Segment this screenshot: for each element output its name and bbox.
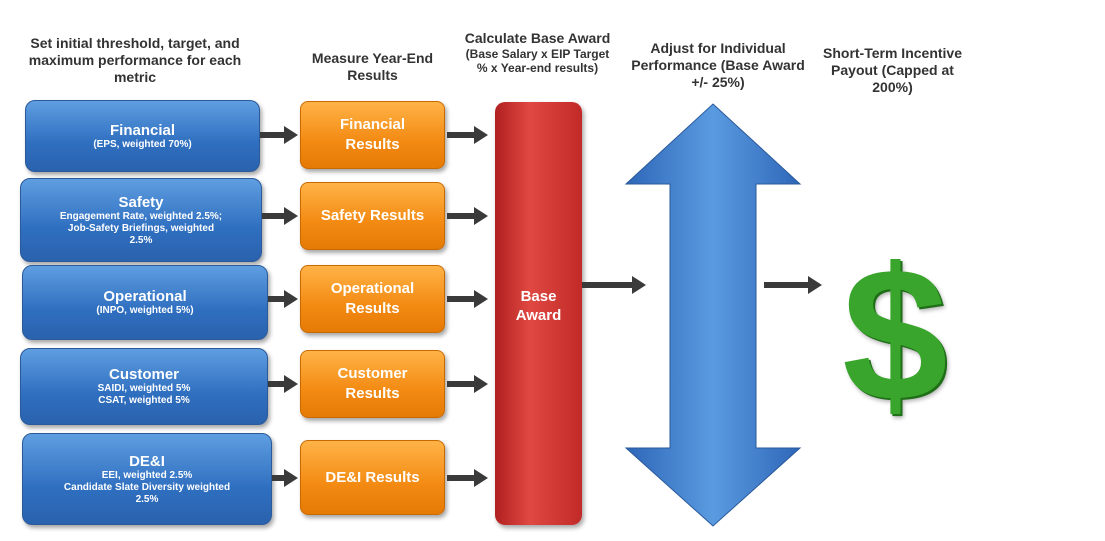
result-box-3: Customer Results: [300, 350, 445, 418]
header-adjust: Adjust for Individual Performance (Base …: [631, 40, 805, 90]
arrow-to-payout: [764, 276, 822, 294]
arrow-to-adjust: [582, 276, 646, 294]
metric-detail: CSAT, weighted 5%: [98, 395, 190, 406]
metric-detail: (EPS, weighted 70%): [93, 138, 192, 150]
arrow-to-base-award: [447, 126, 488, 144]
metric-name: Safety: [118, 193, 164, 211]
metric-name: DE&I: [129, 452, 165, 470]
metric-detail: 2.5%: [129, 234, 153, 246]
arrow-to-base-award: [447, 207, 488, 225]
metric-detail: Engagement Rate, weighted 2.5%;: [59, 210, 223, 222]
metric-box-0: Financial(EPS, weighted 70%): [25, 100, 260, 172]
metric-name: Operational: [103, 288, 187, 305]
metric-detail: Job-Safety Briefings, weighted: [67, 222, 215, 234]
header-calc: Calculate Base Award (Base Salary x EIP …: [445, 30, 630, 75]
header-set-metrics: Set initial threshold, target, and maxim…: [28, 35, 242, 85]
header-payout: Short-Term Incentive Payout (Capped at 2…: [823, 45, 962, 95]
result-box-2: Operational Results: [300, 265, 445, 333]
arrow-to-base-award: [447, 468, 488, 487]
header-calc-title: Calculate Base Award: [464, 30, 611, 46]
arrow-to-result: [272, 468, 298, 487]
result-box-4: DE&I Results: [300, 440, 445, 515]
arrow-to-result: [268, 290, 298, 308]
base-award-label: Base Award: [515, 288, 562, 324]
arrow-to-result: [262, 207, 298, 225]
result-label: DE&I Results: [325, 468, 420, 486]
result-box-1: Safety Results: [300, 182, 445, 250]
header-measure: Measure Year-End Results: [311, 50, 434, 83]
metric-name: Customer: [108, 366, 179, 383]
metric-name: Financial: [109, 121, 176, 139]
result-label: Customer Results: [337, 365, 408, 402]
result-label: Financial Results: [339, 116, 406, 153]
arrow-to-result: [268, 375, 298, 393]
arrow-to-base-award: [447, 375, 488, 393]
result-label: Safety Results: [320, 207, 425, 224]
double-arrow-icon: [624, 103, 802, 527]
metric-detail: SAIDI, weighted 5%: [97, 383, 191, 394]
metric-detail: Candidate Slate Diversity weighted: [63, 481, 231, 493]
header-calc-sub: (Base Salary x EIP Target % x Year-end r…: [465, 47, 610, 75]
base-award-bar: Base Award: [495, 102, 582, 525]
result-label: Operational Results: [330, 280, 415, 317]
metric-detail: EEI, weighted 2.5%: [101, 469, 193, 481]
result-box-0: Financial Results: [300, 101, 445, 169]
dollar-sign-icon: $: [842, 229, 948, 441]
arrow-to-result: [260, 126, 298, 144]
metric-box-2: Operational(INPO, weighted 5%): [22, 265, 268, 340]
metric-detail: 2.5%: [135, 493, 159, 505]
metric-detail: (INPO, weighted 5%): [96, 305, 194, 316]
arrow-to-base-award: [447, 290, 488, 308]
